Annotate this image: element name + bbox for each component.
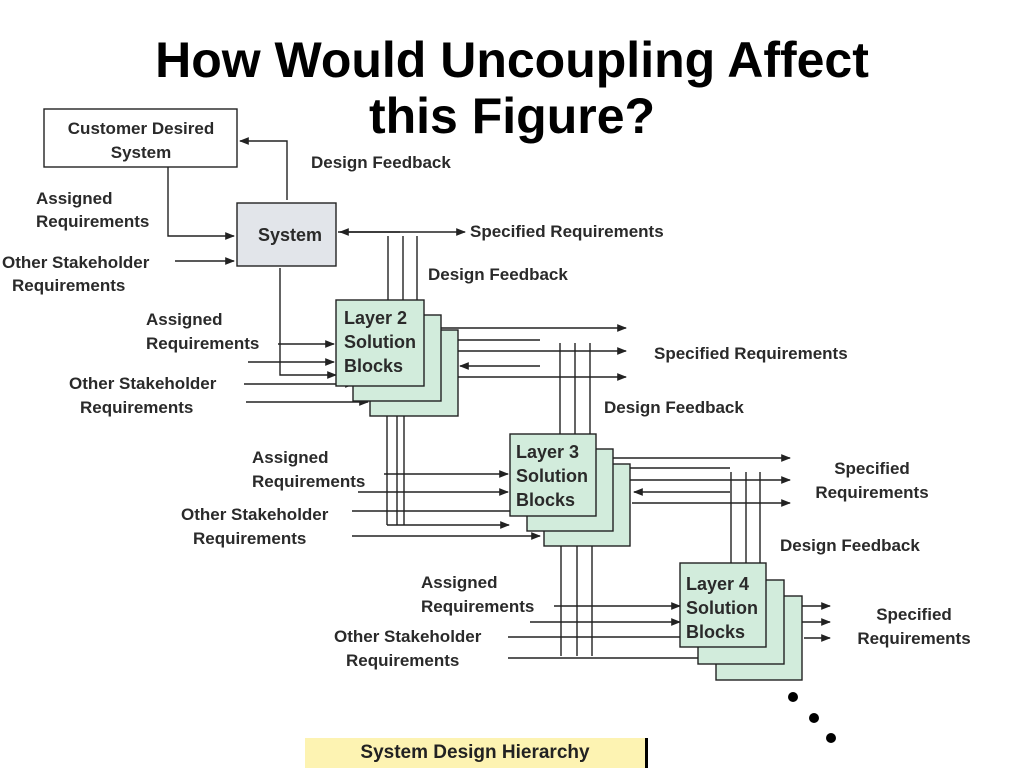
title-line-1: How Would Uncoupling Affect (155, 32, 869, 88)
assigned-req-3-line-1: Assigned (421, 573, 498, 592)
layer3-box-label-line-1: Layer 3 (516, 442, 579, 462)
connector-lines (167, 137, 831, 662)
continuation-dot-1 (788, 692, 798, 702)
assigned-customer-to-system (167, 167, 235, 240)
customer-box-label-line-1: Customer Desired (68, 119, 214, 138)
other-stakeholder-3-line-2: Requirements (346, 651, 459, 670)
layer4-box-label-line-1: Layer 4 (686, 574, 749, 594)
system-box-label: System (258, 225, 322, 245)
specified-req-4-line-1: Specified (876, 605, 952, 624)
title-line-2: this Figure? (368, 88, 656, 144)
layer4-box-label-line-3: Blocks (686, 622, 745, 642)
assigned-req-1-line-2: Requirements (146, 334, 259, 353)
feedback-system-to-customer (239, 137, 288, 200)
diagram-boxes (43, 108, 803, 681)
other-stakeholder-3-line-1: Other Stakeholder (334, 627, 482, 646)
layer3-box-label-line-3: Blocks (516, 490, 575, 510)
system-box (236, 202, 337, 267)
design-feedback-3: Design Feedback (780, 536, 920, 555)
specified-req-2-line-1: Specified Requirements (654, 344, 848, 363)
specified-req-4-line-2: Requirements (857, 629, 970, 648)
design-feedback-1: Design Feedback (428, 265, 568, 284)
layer4-block-1 (679, 562, 767, 648)
design-feedback-top: Design Feedback (311, 153, 451, 172)
caption-system-design-hierarchy: System Design Hierarchy (305, 738, 648, 768)
assigned-req-2-line-1: Assigned (252, 448, 329, 467)
layer2-block-1 (335, 299, 425, 387)
assigned-req-0-line-1: Assigned (36, 189, 113, 208)
continuation-dot-2 (809, 713, 819, 723)
layer3-box-label-line-2: Solution (516, 466, 588, 486)
customer-desired-system-box (43, 108, 238, 168)
layer4-box-label-line-2: Solution (686, 598, 758, 618)
assigned-req-1-line-1: Assigned (146, 310, 223, 329)
other-stakeholder-0-line-2: Requirements (12, 276, 125, 295)
slide-title: How Would Uncoupling Affect this Figure? (0, 32, 1024, 144)
assigned-req-3-line-2: Requirements (421, 597, 534, 616)
other-stakeholder-0-line-1: Other Stakeholder (2, 253, 150, 272)
customer-box-label-line-2: System (111, 143, 171, 162)
assigned-req-0-line-2: Requirements (36, 212, 149, 231)
other-stakeholder-2-line-1: Other Stakeholder (181, 505, 329, 524)
specified-req-3-line-1: Specified (834, 459, 910, 478)
continuation-dot-3 (826, 733, 836, 743)
layer3-block-1 (509, 433, 597, 517)
other-stakeholder-2-line-2: Requirements (193, 529, 306, 548)
assigned-req-2-line-2: Requirements (252, 472, 365, 491)
layer2-box-label-line-1: Layer 2 (344, 308, 407, 328)
system-to-layer2-feed (279, 268, 337, 379)
specified-req-3-line-2: Requirements (815, 483, 928, 502)
layer2-box-label-line-3: Blocks (344, 356, 403, 376)
layer2-box-label-line-2: Solution (344, 332, 416, 352)
continuation-dots (788, 692, 836, 743)
other-stakeholder-1-line-2: Requirements (80, 398, 193, 417)
specified-req-1-line-1: Specified Requirements (470, 222, 664, 241)
design-feedback-2: Design Feedback (604, 398, 744, 417)
other-stakeholder-1-line-1: Other Stakeholder (69, 374, 217, 393)
